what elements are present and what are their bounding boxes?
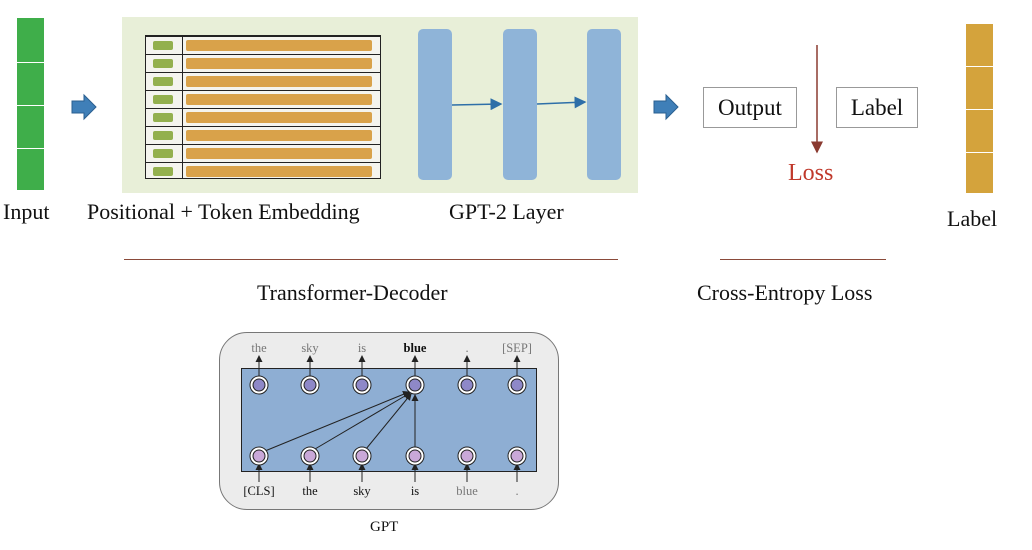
token-cell xyxy=(186,148,372,159)
positional-cell xyxy=(153,131,173,140)
label-cell xyxy=(966,66,993,109)
embedding-label: Positional + Token Embedding xyxy=(87,199,360,224)
gpt-top-token: the xyxy=(251,341,267,355)
positional-cell xyxy=(153,113,173,122)
token-cell xyxy=(186,58,372,69)
layer-connector-arrow xyxy=(536,96,587,109)
token-cell xyxy=(186,130,372,141)
label-cell xyxy=(966,152,993,193)
embedding-row xyxy=(146,72,380,90)
token-cell xyxy=(186,112,372,123)
flow-arrow-icon xyxy=(653,93,679,121)
gpt2-layer-bar xyxy=(587,29,621,180)
gpt-model-block xyxy=(241,368,537,472)
gpt-bottom-token: is xyxy=(410,484,420,498)
embedding-row xyxy=(146,108,380,126)
attention-arrow xyxy=(264,391,410,452)
gpt-top-token: . xyxy=(465,341,469,355)
cross-entropy-label: Cross-Entropy Loss xyxy=(697,280,873,305)
embedding-divider xyxy=(182,36,183,178)
attention-arrow xyxy=(314,392,411,450)
loss-label: Loss xyxy=(788,160,834,186)
cross-entropy-rule xyxy=(720,259,886,260)
gpt-bottom-token: the xyxy=(302,484,318,498)
token-cell xyxy=(186,40,372,51)
input-cell xyxy=(17,148,44,190)
label-cell xyxy=(966,109,993,152)
embedding-row xyxy=(146,162,380,180)
gpt-top-token: [SEP] xyxy=(502,341,532,355)
gpt-top-token: sky xyxy=(301,341,319,355)
input-label: Input xyxy=(3,199,50,224)
positional-cell xyxy=(153,77,173,86)
token-cell xyxy=(186,76,372,87)
attention-arrow xyxy=(365,393,412,450)
positional-cell xyxy=(153,95,173,104)
gpt-bottom-token: blue xyxy=(456,484,478,498)
gpt-caption: GPT xyxy=(370,519,399,535)
gpt2-layer-bar xyxy=(503,29,537,180)
label-right-label: Label xyxy=(947,206,998,231)
gpt-bottom-token: . xyxy=(515,484,519,498)
label-cell xyxy=(966,24,993,66)
token-cell xyxy=(186,94,372,105)
input-cell xyxy=(17,62,44,105)
embedding-table xyxy=(145,35,381,179)
layer-connector-arrow xyxy=(451,98,503,111)
positional-cell xyxy=(153,167,173,176)
flow-arrow-icon xyxy=(71,93,97,121)
gpt2-layer-label: GPT-2 Layer xyxy=(449,199,564,224)
embedding-row xyxy=(146,144,380,162)
gpt-bottom-token: sky xyxy=(353,484,371,498)
label-box: Label xyxy=(836,87,918,128)
output-box: Output xyxy=(703,87,797,128)
gpt-top-token: blue xyxy=(403,341,427,355)
embedding-row xyxy=(146,54,380,72)
transformer-decoder-label: Transformer-Decoder xyxy=(257,280,448,305)
positional-cell xyxy=(153,41,173,50)
positional-cell xyxy=(153,149,173,158)
embedding-row xyxy=(146,90,380,108)
transformer-decoder-rule xyxy=(124,259,618,260)
positional-cell xyxy=(153,59,173,68)
input-cell xyxy=(17,105,44,148)
gpt-top-token: is xyxy=(357,341,367,355)
input-cell xyxy=(17,18,44,62)
gpt-bottom-token: [CLS] xyxy=(243,484,275,498)
embedding-row xyxy=(146,126,380,144)
gpt2-layer-bar xyxy=(418,29,452,180)
token-cell xyxy=(186,166,372,177)
embedding-row xyxy=(146,36,380,54)
